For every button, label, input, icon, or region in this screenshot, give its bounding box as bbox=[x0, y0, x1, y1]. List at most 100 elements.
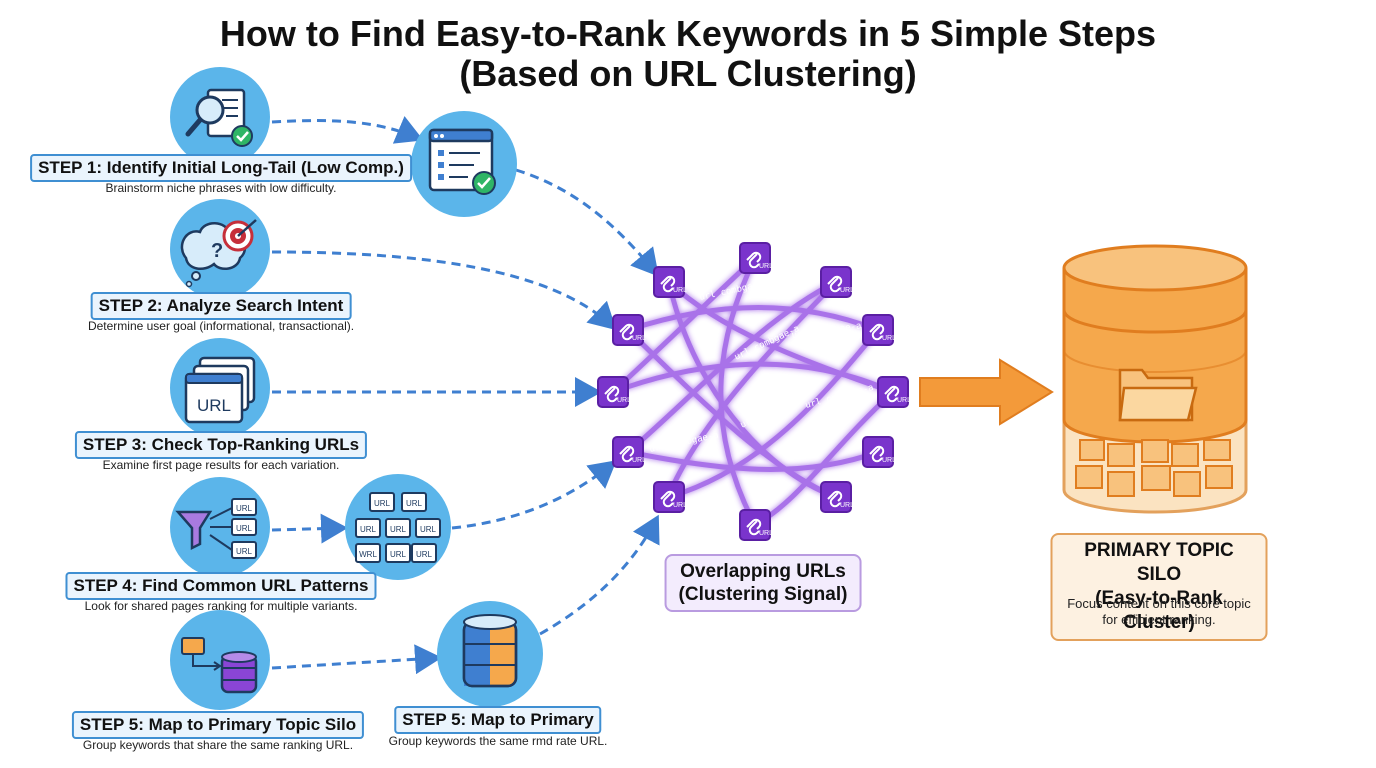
step-3-description: Examine first page results for each vari… bbox=[102, 458, 340, 472]
edge-label: url combgae-a bbox=[791, 321, 862, 341]
arrow-checklist-to-network bbox=[515, 168, 659, 277]
url-node-text: URL bbox=[840, 287, 854, 294]
funnel-url-text: URL bbox=[236, 504, 253, 513]
url-link-node: URL bbox=[877, 376, 911, 408]
flow-arrows bbox=[271, 116, 660, 675]
step-4-label: STEP 4: Find Common URL Patterns bbox=[65, 572, 377, 600]
funnel-url-text: URL bbox=[236, 524, 253, 533]
url-link-node: URL bbox=[612, 314, 646, 346]
arrow-step4-to-grid bbox=[271, 513, 348, 544]
url-link-node: URL bbox=[653, 481, 687, 513]
flow-to-database-icon bbox=[170, 610, 270, 710]
url-node-text: URL bbox=[882, 335, 896, 342]
chain-link-icon bbox=[746, 518, 762, 536]
edge-label: url combgae-a bbox=[739, 389, 806, 431]
chain-link-icon bbox=[869, 323, 885, 341]
page-title: How to Find Easy-to-Rank Keywords in 5 S… bbox=[0, 14, 1376, 94]
url-link-node: URL bbox=[739, 509, 773, 541]
grid-url-text: WRL bbox=[359, 550, 377, 559]
url-node-text: URL bbox=[617, 397, 631, 404]
grid-url-text: URL bbox=[406, 499, 423, 508]
url-link-node: URL bbox=[820, 266, 854, 298]
arrow-step2-to-network bbox=[271, 250, 617, 331]
funnel-url-text: URL bbox=[236, 547, 253, 556]
chain-link-icon bbox=[869, 445, 885, 463]
url-link-node: URL bbox=[862, 314, 896, 346]
title-line-1: How to Find Easy-to-Rank Keywords in 5 S… bbox=[219, 13, 1157, 54]
chain-link-icon bbox=[604, 385, 620, 403]
arrow-grid-to-network bbox=[451, 460, 617, 530]
content-blocks bbox=[1075, 439, 1233, 497]
url-windows-icon: URL bbox=[170, 338, 270, 438]
chain-link-icon bbox=[827, 490, 843, 508]
url-link-node: URL bbox=[653, 266, 687, 298]
chain-link-icon bbox=[660, 275, 676, 293]
url-link-node: URL bbox=[862, 436, 896, 468]
url-grid-icon: URL URL URL URL URL WRL URL URL bbox=[345, 474, 451, 580]
step-5b-label: STEP 5: Map to Primary bbox=[394, 706, 602, 734]
network-edge-labels: url combgae-a url combgae-a url combgae-… bbox=[649, 279, 875, 455]
arrow-step1-to-checklist bbox=[271, 116, 424, 144]
step-1-description: Brainstorm niche phrases with low diffic… bbox=[105, 181, 337, 195]
silo-desc-line-2: for efficient ranking. bbox=[1102, 612, 1216, 627]
title-line-2: (Based on URL Clustering) bbox=[459, 53, 917, 94]
svg-text:?: ? bbox=[211, 240, 223, 262]
step-1-label: STEP 1: Identify Initial Long-Tail (Low … bbox=[30, 154, 412, 182]
silo-line-1: PRIMARY TOPIC SILO bbox=[1084, 540, 1234, 585]
silo-desc-line-1: Focus content on this core topic bbox=[1067, 596, 1251, 611]
funnel-url-icon: URL URL URL bbox=[170, 477, 270, 577]
network-edges bbox=[610, 255, 896, 528]
url-node-text: URL bbox=[673, 502, 687, 509]
step-5b-description: Group keywords the same rmd rate URL. bbox=[388, 734, 608, 748]
grid-url-text: URL bbox=[416, 550, 433, 559]
grid-url-text: URL bbox=[420, 525, 437, 534]
step-5-description: Group keywords that share the same ranki… bbox=[82, 738, 354, 752]
grid-url-text: URL bbox=[360, 525, 377, 534]
magnifier-document-icon bbox=[170, 67, 270, 167]
chain-link-icon bbox=[827, 275, 843, 293]
edge-label: url combgae-a bbox=[649, 431, 720, 455]
orange-arrow bbox=[919, 358, 1054, 426]
cluster-line-2: (Clustering Signal) bbox=[678, 584, 848, 605]
url-link-node: URL bbox=[820, 481, 854, 513]
chain-link-icon bbox=[660, 490, 676, 508]
edge-label: url combgae-a bbox=[804, 383, 875, 411]
url-node-text: URL bbox=[759, 530, 773, 537]
url-cluster-network: url combgae-a url combgae-a url combgae-… bbox=[597, 242, 911, 541]
arrow-database-to-network bbox=[539, 514, 660, 636]
thought-bubble-target-icon: ? bbox=[170, 199, 270, 299]
grid-url-text: URL bbox=[374, 499, 391, 508]
chain-link-icon bbox=[619, 323, 635, 341]
folder-icon bbox=[1118, 368, 1198, 422]
chain-link-icon bbox=[746, 251, 762, 269]
edge-label: url combgae-a bbox=[699, 279, 770, 303]
silo-cylinder-icon bbox=[1062, 244, 1248, 514]
cluster-line-1: Overlapping URLs bbox=[680, 561, 846, 582]
database-icon bbox=[437, 601, 543, 707]
url-node-text: URL bbox=[897, 397, 911, 404]
url-node-text: URL bbox=[632, 457, 646, 464]
url-node-text: URL bbox=[759, 263, 773, 270]
arrow-step5-to-database bbox=[271, 644, 442, 675]
silo-description: Focus content on this core topic for eff… bbox=[1067, 596, 1251, 628]
step-3-label: STEP 3: Check Top-Ranking URLs bbox=[74, 431, 368, 459]
url-window-text: URL bbox=[197, 396, 231, 415]
checklist-window-icon bbox=[411, 111, 517, 217]
step-5-label: STEP 5: Map to Primary Topic Silo bbox=[71, 711, 365, 739]
clustering-signal-label: Overlapping URLs (Clustering Signal) bbox=[664, 554, 862, 612]
url-node-text: URL bbox=[840, 502, 854, 509]
url-link-node: URL bbox=[739, 242, 773, 274]
silo-line-2: (Easy-to-Rank Cluster) bbox=[1095, 588, 1223, 633]
step-2-description: Determine user goal (informational, tran… bbox=[87, 319, 355, 333]
step-4-description: Look for shared pages ranking for multip… bbox=[84, 599, 358, 613]
step-2-label: STEP 2: Analyze Search Intent bbox=[90, 292, 352, 320]
grid-url-text: URL bbox=[390, 550, 407, 559]
primary-topic-silo-label: PRIMARY TOPIC SILO (Easy-to-Rank Cluster… bbox=[1050, 533, 1268, 641]
chain-link-icon bbox=[884, 385, 900, 403]
chain-link-icon bbox=[619, 445, 635, 463]
url-node-text: URL bbox=[882, 457, 896, 464]
grid-url-text: URL bbox=[390, 525, 407, 534]
url-link-node: URL bbox=[597, 376, 631, 408]
